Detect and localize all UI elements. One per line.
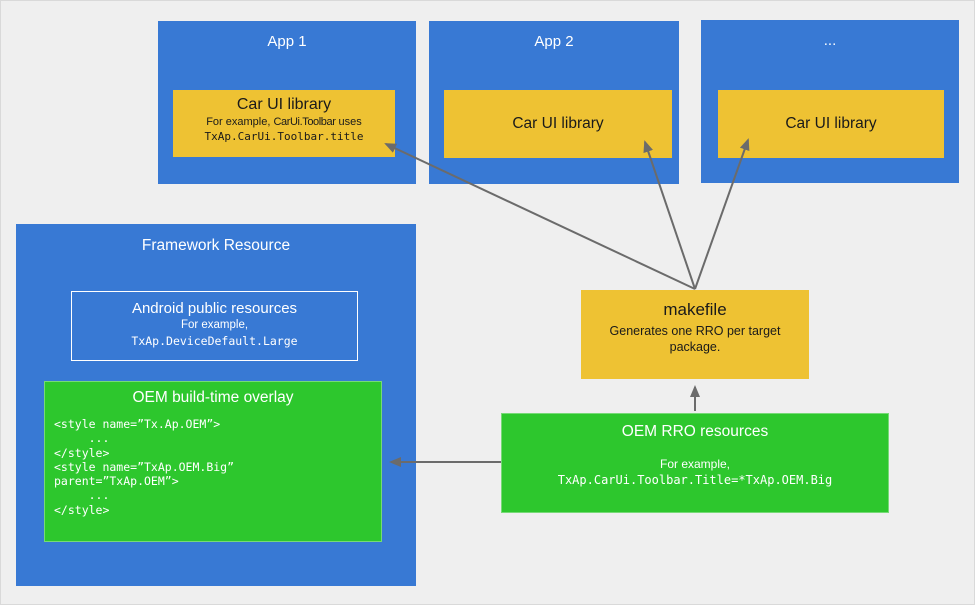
app-more-title: ... xyxy=(823,32,837,49)
app-more-carui-library-box: Car UI library xyxy=(718,90,944,158)
oem-buildtime-overlay-title: OEM build-time overlay xyxy=(132,389,294,406)
app2-box: App 2 Car UI library xyxy=(429,21,679,184)
app1-carui-library-title: Car UI library xyxy=(236,96,332,113)
makefile-title: makefile xyxy=(663,300,727,319)
android-public-example-label: For example, xyxy=(180,319,249,331)
app2-title: App 2 xyxy=(534,33,574,50)
app1-carui-example-line1: For example, CarUi.Toolbar uses xyxy=(173,115,395,129)
oem-rro-example-code: TxAp.CarUi.Toolbar.Title=*TxAp.OEM.Big xyxy=(557,473,833,487)
app1-box: App 1 Car UI library For example, CarUi.… xyxy=(158,21,416,184)
oem-rro-example-label: For example, xyxy=(659,457,731,471)
android-public-resources-title: Android public resources xyxy=(131,300,298,317)
app-more-carui-library-title: Car UI library xyxy=(785,115,877,132)
oem-buildtime-overlay-box: OEM build-time overlay <style name=”Tx.A… xyxy=(44,381,382,542)
app1-title: App 1 xyxy=(267,33,307,50)
makefile-box: makefile Generates one RRO per target pa… xyxy=(581,290,809,379)
oem-buildtime-overlay-code: <style name=”Tx.Ap.OEM”> ... </style> <s… xyxy=(54,417,235,517)
framework-resource-box: Framework Resource Android public resour… xyxy=(16,224,416,586)
app1-carui-example-line2: TxAp.CarUi.Toolbar.title xyxy=(204,130,364,143)
example-suffix: uses xyxy=(335,116,362,128)
app1-carui-library-box: Car UI library For example, CarUi.Toolba… xyxy=(173,90,395,157)
android-public-resources-box: Android public resources For example, Tx… xyxy=(71,291,358,361)
makefile-subtitle: Generates one RRO per target package. xyxy=(609,324,781,354)
example-code-inline: CarUi.Toolbar xyxy=(273,116,336,128)
example-prefix: For example, xyxy=(206,116,274,128)
oem-rro-resources-box: OEM RRO resources For example, TxAp.CarU… xyxy=(501,413,889,513)
oem-rro-resources-title: OEM RRO resources xyxy=(621,423,769,440)
android-public-example-code: TxAp.DeviceDefault.Large xyxy=(131,334,298,348)
framework-resource-title: Framework Resource xyxy=(141,237,291,254)
app-more-box: ... Car UI library xyxy=(701,20,959,183)
app2-carui-library-title: Car UI library xyxy=(512,115,604,132)
app2-carui-library-box: Car UI library xyxy=(444,90,672,158)
